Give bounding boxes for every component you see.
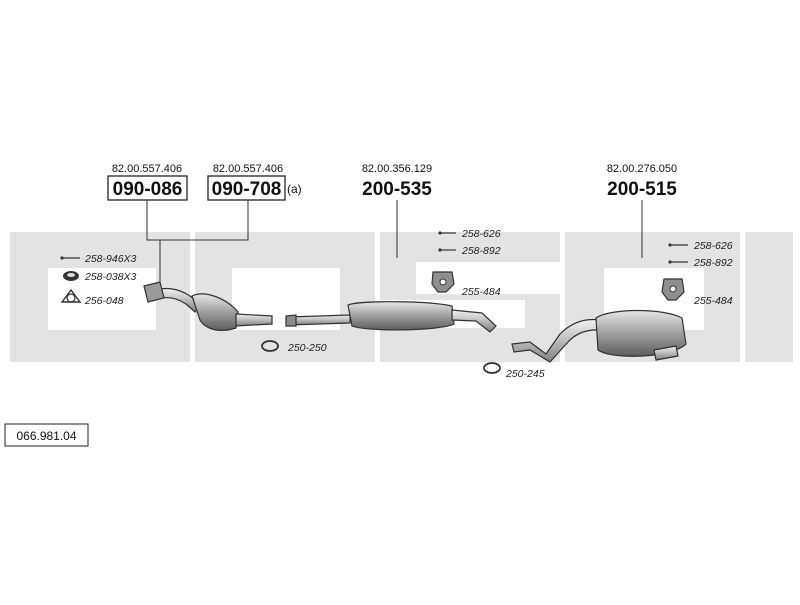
front-pipe-catalyst[interactable] [143,281,273,331]
diagram-reference: 066.981.04 [4,423,89,447]
rear-bolt-label: 258-626 [693,240,733,252]
accessory-rear-spring[interactable]: 258-892 [668,257,733,269]
accessory-mid-bolt[interactable]: 258-626 [438,228,501,240]
catalyst-body [191,293,239,331]
oem-number-4: 82.00.276.050 [607,163,677,175]
accessory-front-bolt[interactable]: 258-946X3 [60,253,137,265]
part-label-2[interactable]: 82.00.557.406 090-708 (a) [207,163,302,201]
accessory-rear-hanger[interactable]: 255-484 [661,278,733,307]
part-number-1: 090-086 [113,179,183,200]
rear-spring-label: 258-892 [693,257,733,269]
part-label-3[interactable]: 82.00.356.129 200-535 [362,163,432,200]
accessory-clamp-2[interactable]: 250-245 [483,362,545,380]
front-gasket-label: 256-048 [84,295,124,307]
rear-silencer[interactable] [511,309,687,363]
accessory-clamp-1[interactable]: 250-250 [261,340,327,354]
part-number-3: 200-535 [362,179,432,200]
clamp-2-label: 250-245 [505,368,545,380]
oem-number-2: 82.00.557.406 [213,163,283,175]
clamp-icon [261,340,279,352]
accessory-mid-spring[interactable]: 258-892 [438,245,501,257]
rear-silencer-body [595,309,687,357]
part-number-box-2 [207,175,286,201]
mid-hanger-label: 255-484 [461,286,501,298]
front-spring-label: 258-038X3 [84,271,137,283]
leader-lines [146,200,643,284]
part-label-4[interactable]: 82.00.276.050 200-515 [607,163,677,200]
part-label-1[interactable]: 82.00.557.406 090-086 [107,163,188,201]
accessory-rear-bolt[interactable]: 258-626 [668,240,733,252]
tailpipe [653,345,679,361]
clamp-icon [483,362,501,374]
watermark-logo [10,232,793,362]
mid-spring-label: 258-892 [461,245,501,257]
flange-icon [143,281,165,303]
part-number-2: 090-708 [212,179,282,200]
accessory-mid-hanger[interactable]: 255-484 [431,271,501,298]
oem-number-1: 82.00.557.406 [112,163,182,175]
accessory-front-spring[interactable]: 258-038X3 [63,271,137,283]
part-suffix-2: (a) [287,182,302,196]
accessory-front-gasket[interactable]: 256-048 [60,288,124,307]
rear-hanger-label: 255-484 [693,295,733,307]
front-bolt-label: 258-946X3 [84,253,137,265]
diagram-reference-number: 066.981.04 [16,429,76,443]
silencer-body [347,301,455,331]
clamp-1-label: 250-250 [287,342,327,354]
part-number-4: 200-515 [607,179,677,200]
middle-silencer[interactable] [285,301,497,333]
oem-number-3: 82.00.356.129 [362,163,432,175]
mid-bolt-label: 258-626 [461,228,501,240]
